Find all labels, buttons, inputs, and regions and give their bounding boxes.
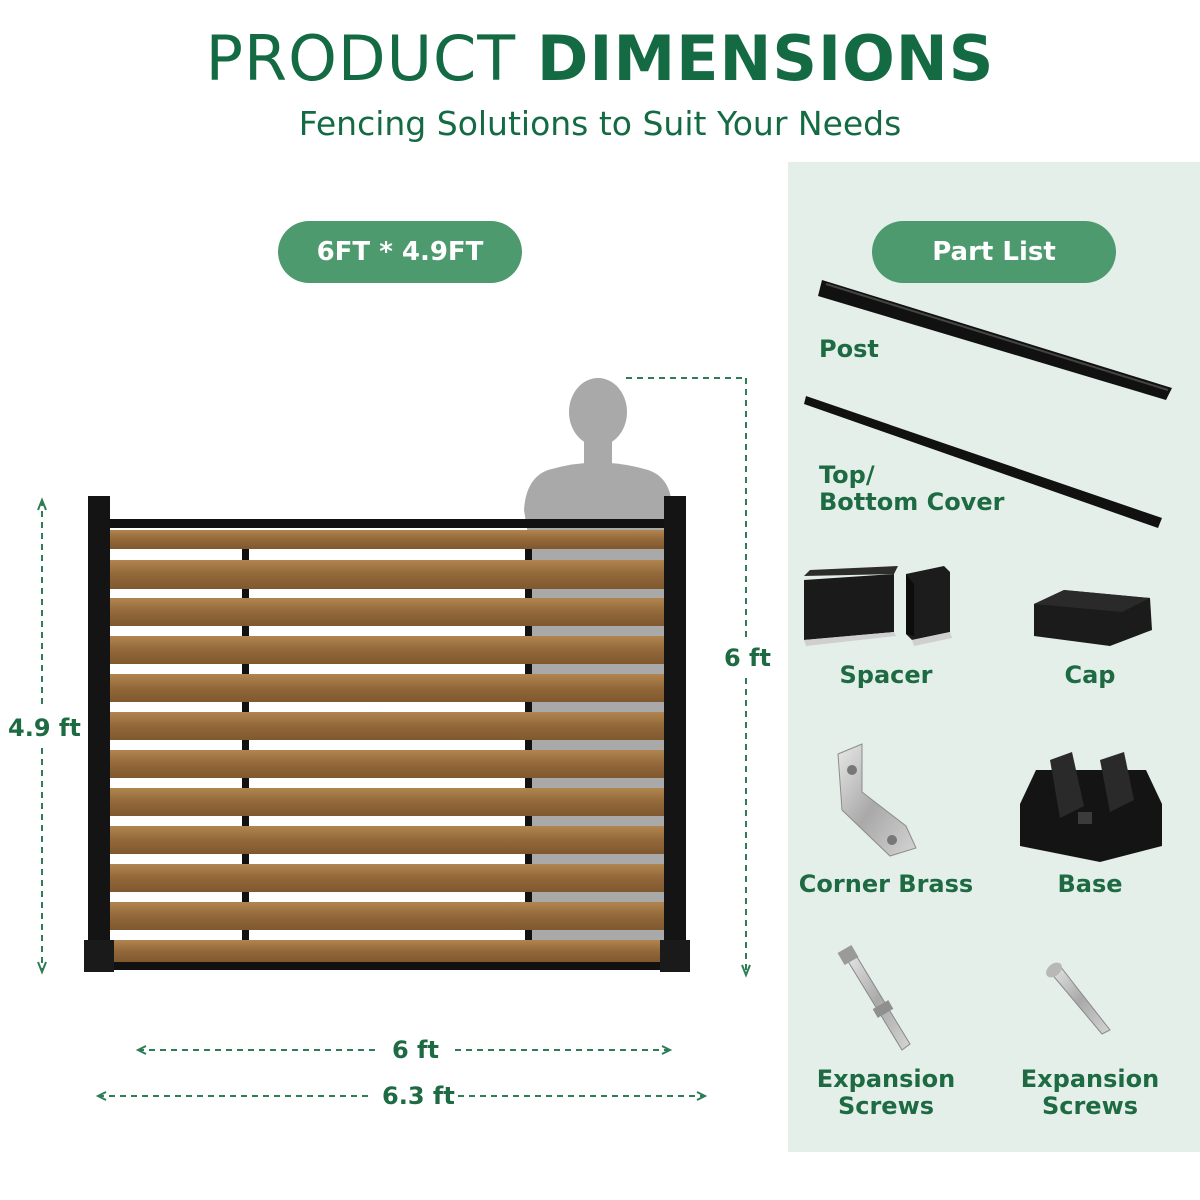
base-label: Base (1057, 870, 1123, 898)
fence-spacers (242, 549, 532, 940)
page-title: PRODUCT DIMENSIONS (0, 22, 1200, 95)
page-subtitle: Fencing Solutions to Suit Your Needs (298, 104, 902, 143)
fence-panel (84, 496, 690, 972)
person-height-label: 6 ft (724, 644, 771, 672)
part-list-heading: Part List (872, 221, 1116, 283)
expansion-screws-left-label-1: Expansion (816, 1065, 956, 1093)
total-width-label: 6.3 ft (382, 1082, 455, 1110)
base-part-image (1020, 752, 1162, 862)
expansion-screws-right-label-1: Expansion (1020, 1065, 1160, 1093)
part-list-panel (788, 162, 1200, 1152)
panel-height-label: 4.9 ft (8, 714, 81, 742)
corner-brass-part-image (837, 743, 917, 857)
fence-slats (108, 530, 666, 962)
cover-label-line1: Top/ (819, 461, 875, 489)
expansion-screws-right-label-2: Screws (1041, 1092, 1139, 1120)
title-light: PRODUCT (205, 22, 517, 95)
cap-label: Cap (1064, 661, 1116, 689)
dimension-lines (41, 377, 747, 1097)
corner-brass-label: Corner Brass (798, 870, 974, 898)
panel-width-label: 6 ft (392, 1036, 439, 1064)
cap-part-image (1034, 590, 1152, 646)
cover-label-line2: Bottom Cover (819, 488, 1005, 516)
cover-part-image (804, 396, 1162, 528)
size-badge: 6FT * 4.9FT (278, 221, 522, 283)
title-bold: DIMENSIONS (536, 22, 995, 95)
expansion-screw-right-image (1046, 962, 1111, 1035)
spacer-part-image (804, 566, 952, 646)
post-part-image (818, 280, 1172, 400)
post-label: Post (819, 335, 879, 363)
expansion-screw-left-image (837, 944, 911, 1051)
spacer-label: Spacer (839, 661, 933, 689)
expansion-screws-left-label-2: Screws (837, 1092, 935, 1120)
